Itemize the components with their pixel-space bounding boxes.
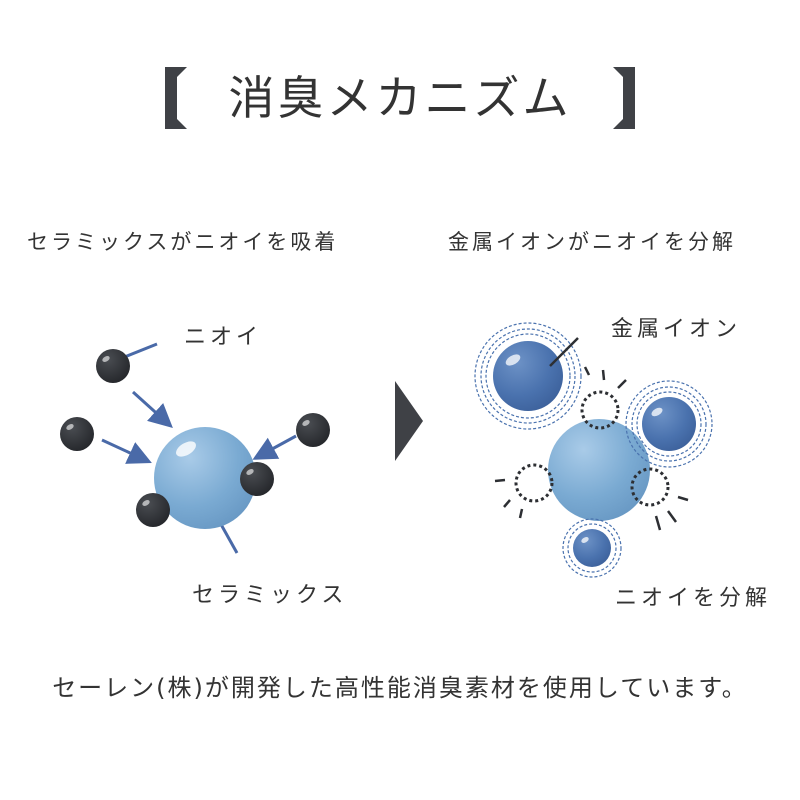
decomposed-odor-icon (630, 467, 689, 531)
odor-molecule-icon (296, 413, 330, 447)
ion-label-pointer (549, 337, 579, 367)
right-caption: 金属イオンがニオイを分解 (448, 230, 736, 254)
odor-molecule-icon (136, 493, 170, 527)
decomposed-odor-icon (580, 366, 627, 430)
right-bracket-icon (613, 67, 635, 129)
left-panel (60, 342, 330, 554)
right-panel (474, 322, 713, 578)
adsorb-arrow-right (252, 434, 297, 460)
page-title: 消臭メカニズム (228, 71, 572, 125)
footer-note: セーレン(株)が開発した高性能消臭素材を使用しています。 (52, 674, 748, 702)
step-arrow-icon (395, 381, 423, 461)
left-caption: セラミックスがニオイを吸着 (27, 230, 339, 254)
decomposed-odor-icon (494, 463, 554, 519)
ceramic-label: セラミックス (192, 583, 348, 608)
left-bracket-icon (165, 67, 187, 129)
odor-molecule-icon (96, 349, 130, 383)
metal-ion-icon (562, 518, 622, 578)
metal-ion-label: 金属イオン (611, 317, 742, 342)
metal-ion-icon (625, 380, 713, 468)
ceramic-sphere-icon (548, 419, 650, 521)
adsorb-arrow-left (101, 438, 152, 464)
title-block: 消臭メカニズム (0, 55, 800, 135)
decompose-label: ニオイを分解 (615, 586, 772, 611)
odor-molecule-icon (240, 462, 274, 496)
adsorb-arrow-top (131, 390, 173, 429)
metal-ion-icon (474, 322, 582, 430)
ceramic-sphere-icon (154, 427, 256, 529)
odor-label: ニオイ (184, 325, 263, 350)
odor-molecule-icon (60, 417, 94, 451)
